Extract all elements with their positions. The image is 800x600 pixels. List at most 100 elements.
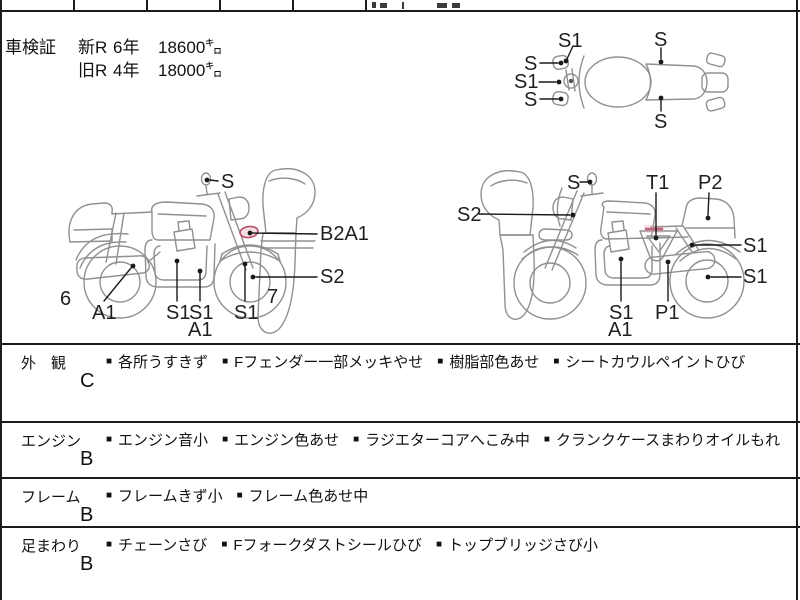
cropped-text-remnant [402,2,404,9]
defect-item: ■ ラジエターコアへこみ中 [353,429,530,450]
shaken-era-new: 新R [78,38,108,57]
defect-bullet-icon: ■ [553,355,560,367]
section-name: フレーム [21,489,81,506]
defect-bullet-icon: ■ [353,433,360,445]
cropped-text-remnant [372,2,376,8]
section-divider [0,421,800,423]
shaken-title: 車検証 [5,38,56,57]
top-view-drawing [551,52,729,112]
defect-item: ■ クランクケースまわりオイルもれ [544,429,780,450]
motorcycle-diagram-art [68,45,745,334]
defect-item-list: ■エンジン音小■エンジン色あせ■ラジエターコアへこみ中■クランクケースまわりオイ… [106,429,780,450]
section-divider [0,343,800,345]
defect-text: Fフォークダストシールひび [233,537,422,554]
defect-item: ■ 樹脂部色あせ [437,351,539,372]
diagram-label-s1: S1 [609,302,634,324]
diagram-label-6: 6 [60,288,72,310]
defect-text: エンジン音小 [118,432,209,449]
divider [292,0,294,10]
defect-item-list: ■ フレームきず小 ■ フレーム色あせ中 [106,485,368,506]
defect-text: エンジン色あせ [234,432,340,449]
shaken-km-old: 18000㌔ [158,61,223,80]
defect-text: Fフェンダー一部メッキやせ [234,354,424,371]
defect-bullet-icon: ■ [106,355,113,367]
defect-text: 樹脂部色あせ [449,354,540,371]
defect-item: ■ Fフェンダー一部メッキやせ [222,351,423,372]
defect-bullet-icon: ■ [222,355,229,367]
section-name: 足まわり [21,538,82,555]
defect-bullet-icon: ■ [435,538,442,550]
diagram-label-s: S [524,53,538,75]
section-grade: B [80,448,94,470]
defect-text: フレームきず小 [118,488,223,505]
diagram-label-s1: S1 [166,302,191,324]
defect-text: フレーム色あせ中 [248,488,369,505]
diagram-label-s: S [524,89,538,111]
section-name: 外 観 [21,355,67,372]
defect-item: ■ フレームきず小 [106,485,223,506]
diagram-label-s: S [221,171,235,193]
defect-bullet-icon: ■ [222,433,229,445]
diagram-label-s1: S1 [558,30,583,52]
defect-item: ■ チェーンさび [106,534,207,555]
defect-bullet-icon: ■ [106,538,113,550]
shaken-era-old: 旧R [78,61,108,80]
defect-bullet-icon: ■ [221,538,228,550]
defect-item: ■ フレーム色あせ中 [237,485,369,506]
defect-text: シートカウルペイントひび [565,354,746,371]
defect-item: ■ 各所うすきず [106,351,208,372]
diagram-label-s1: S1 [514,71,539,93]
diagram-label-p1: P1 [655,302,680,324]
diagram-label-s2: S2 [320,266,345,288]
diagram-label-s2: S2 [457,204,482,226]
cropped-text-remnant [380,3,387,8]
defect-item-list: ■ 各所うすきず ■ Fフェンダー一部メッキやせ ■ 樹脂部色あせ ■ シートカウルペイントひ… [106,351,745,372]
diagram-label-a1: A1 [188,319,213,341]
section-grade: C [80,370,95,392]
defect-text: トップブリッジさび小 [447,537,598,554]
sheet-right-border [796,0,798,600]
section-divider [0,526,800,528]
defect-text: チェーンさび [118,537,208,554]
diagram-label-s1: S1 [189,302,214,324]
defect-item: ■ エンジン色あせ [222,429,339,450]
defect-bullet-icon: ■ [543,433,550,445]
diagram-label-a1: A1 [608,319,633,341]
defect-bullet-icon: ■ [236,489,243,501]
divider [146,0,148,10]
divider [219,0,221,10]
defect-text: 各所うすきず [118,354,209,371]
cropped-text-remnant [452,3,460,8]
diagram-label-s1: S1 [743,266,768,288]
divider [0,10,800,12]
diagram-label-7: 7 [267,286,279,308]
shaken-years-old: 4年 [113,61,140,80]
diagram-label-p2: P2 [698,172,723,194]
diagram-label-s1: S1 [743,235,768,257]
defect-bullet-icon: ■ [106,489,113,501]
diagram-label-t1: T1 [646,172,670,194]
defect-text: ラジエターコアへこみ中 [365,432,530,449]
section-grade: B [80,553,94,575]
diagram-label-s: S [654,111,668,133]
left-bike-drawing [68,168,316,334]
defect-item: ■ トップブリッジさび小 [436,534,598,555]
diagram-label-s: S [567,172,581,194]
annotation-pointers [103,45,742,302]
diagram-label-a1: A1 [92,302,117,324]
defect-item-list: ■ チェーンさび ■ Fフォークダストシールひび ■ トップブリッジさび小 [106,534,598,555]
defect-item: ■ Fフォークダストシールひび [221,534,422,555]
cropped-text-remnant [437,3,447,8]
defect-bullet-icon: ■ [437,355,444,367]
diagram-label-s: S [654,29,668,51]
section-divider [0,477,800,479]
divider [73,0,75,10]
defect-text: クランクケースまわりオイルもれ [555,432,781,449]
defect-item: ■ シートカウルペイントひび [553,351,745,372]
diagram-label-b2a1: B2A1 [320,223,369,245]
diagram-label-s1: S1 [234,302,259,324]
shaken-years-new: 6年 [113,38,140,57]
divider [365,0,367,10]
sheet-left-border [0,0,2,600]
